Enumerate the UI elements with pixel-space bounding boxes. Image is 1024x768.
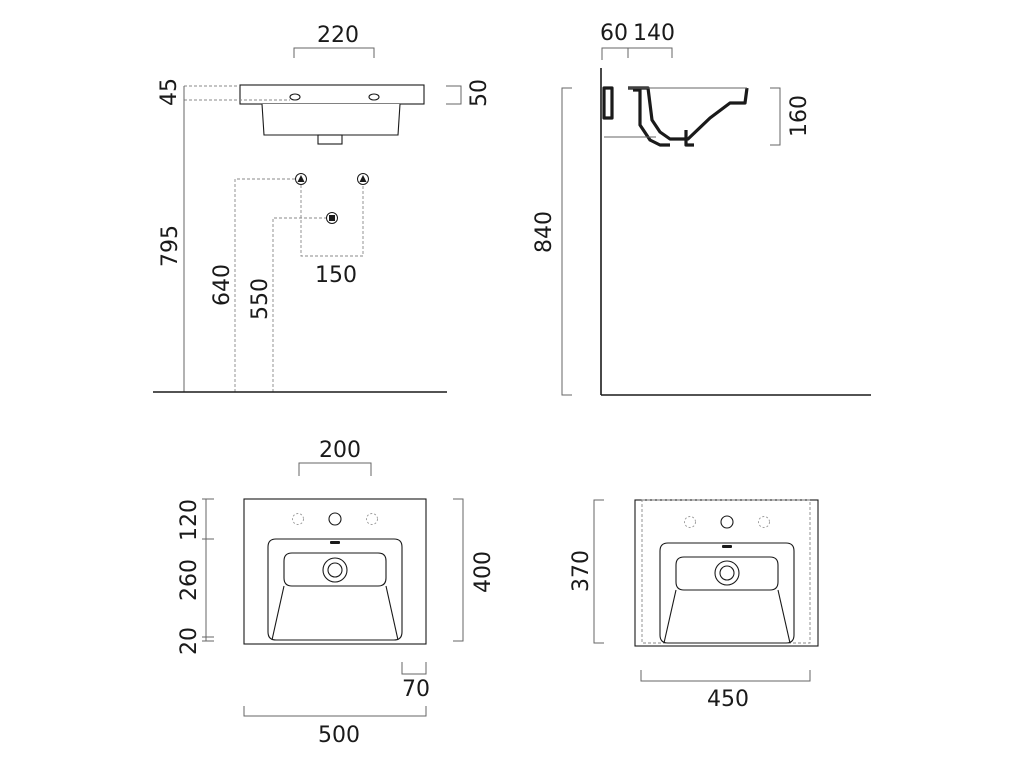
basin-outline xyxy=(243,498,427,645)
bowl-slope-left xyxy=(271,585,285,641)
cabinet-plan-view: 370 450 xyxy=(569,499,819,712)
basin-waste-stub xyxy=(684,130,694,147)
dim-depth: 400 xyxy=(471,551,496,593)
dim-rim-height: 45 xyxy=(157,78,182,106)
supply-right-arrow-icon xyxy=(359,175,367,182)
dim-line-top-width xyxy=(293,47,375,58)
basin-wall-section xyxy=(602,86,614,120)
bowl-slope-right xyxy=(777,589,791,644)
dim-supply-spacing: 150 xyxy=(315,263,357,288)
dim-line-tap-spacing xyxy=(298,462,372,476)
dim-supply-height: 640 xyxy=(210,264,235,306)
dim-line-depth xyxy=(453,498,464,642)
side-view: 60 140 160 840 xyxy=(532,21,871,396)
dim-back-ledge: 120 xyxy=(177,499,202,541)
tap-hole-right xyxy=(366,513,378,525)
front-view: 220 45 50 795 640 550 150 xyxy=(153,23,492,393)
basin-inner-profile xyxy=(633,88,670,147)
supply-height-line xyxy=(234,178,300,392)
dim-waste-height: 550 xyxy=(248,278,273,320)
dim-line-supply-spacing xyxy=(300,185,364,257)
dim-line-overall-height xyxy=(561,87,572,396)
supply-left-arrow-icon xyxy=(297,175,305,182)
tap-hole-left xyxy=(684,516,696,528)
tap-hole-center xyxy=(328,512,342,526)
drain-outer xyxy=(714,560,740,586)
cabinet-basin-outline xyxy=(634,499,819,647)
dim-overall-height: 840 xyxy=(532,211,557,253)
dim-cabinet-depth: 370 xyxy=(569,550,594,592)
tap-hole-right xyxy=(368,93,380,101)
dim-tap-hole-spacing: 200 xyxy=(319,438,361,463)
bowl-upper-recess xyxy=(675,556,779,591)
tap-hole-right xyxy=(758,516,770,528)
drain-inner xyxy=(327,562,343,578)
dim-wall-offset: 60 xyxy=(600,21,628,46)
basin-profile xyxy=(628,86,749,141)
dim-line-cabinet-depth xyxy=(593,499,604,644)
dim-line-corner-offset xyxy=(401,662,427,675)
bowl-slope-right xyxy=(385,585,399,641)
tap-hole-left xyxy=(289,93,301,101)
dim-bowl-height: 160 xyxy=(787,95,812,137)
plan-view: 200 120 260 20 400 70 500 xyxy=(177,438,496,748)
dim-corner-offset: 70 xyxy=(402,677,430,702)
dim-rim-to-floor: 795 xyxy=(158,225,183,267)
bowl-outline xyxy=(659,542,795,644)
overflow-slot xyxy=(722,545,732,548)
basin-bowl xyxy=(261,103,401,136)
waste-height-line xyxy=(272,217,328,392)
basin-rim xyxy=(239,84,425,105)
dim-basin-width-top: 220 xyxy=(317,23,359,48)
drain-outer xyxy=(322,557,348,583)
dim-line-cabinet-width xyxy=(640,670,811,682)
dim-line-rim-thickness xyxy=(446,85,462,105)
waste-square-icon xyxy=(329,215,335,221)
dim-bowl-depth-offset: 140 xyxy=(633,21,675,46)
bowl-slope-left xyxy=(663,589,677,644)
dim-line-wall-offset xyxy=(601,47,629,60)
tap-hole-center xyxy=(720,515,734,529)
dim-rim-thickness: 50 xyxy=(467,79,492,107)
dim-bowl-length: 260 xyxy=(177,559,202,601)
dim-cabinet-width: 450 xyxy=(707,687,749,712)
drain-inner xyxy=(719,565,735,581)
dim-front-lip: 20 xyxy=(177,627,202,655)
bowl-upper-recess xyxy=(283,552,387,587)
dim-line-width xyxy=(243,706,427,717)
overflow-slot xyxy=(330,541,340,544)
bowl-outline xyxy=(267,538,403,641)
dim-width: 500 xyxy=(318,723,360,748)
dim-line-bowl-height xyxy=(770,87,781,146)
basin-waste-outlet xyxy=(317,134,343,145)
tap-hole-left xyxy=(292,513,304,525)
dim-line-bowl-offset xyxy=(628,47,673,58)
